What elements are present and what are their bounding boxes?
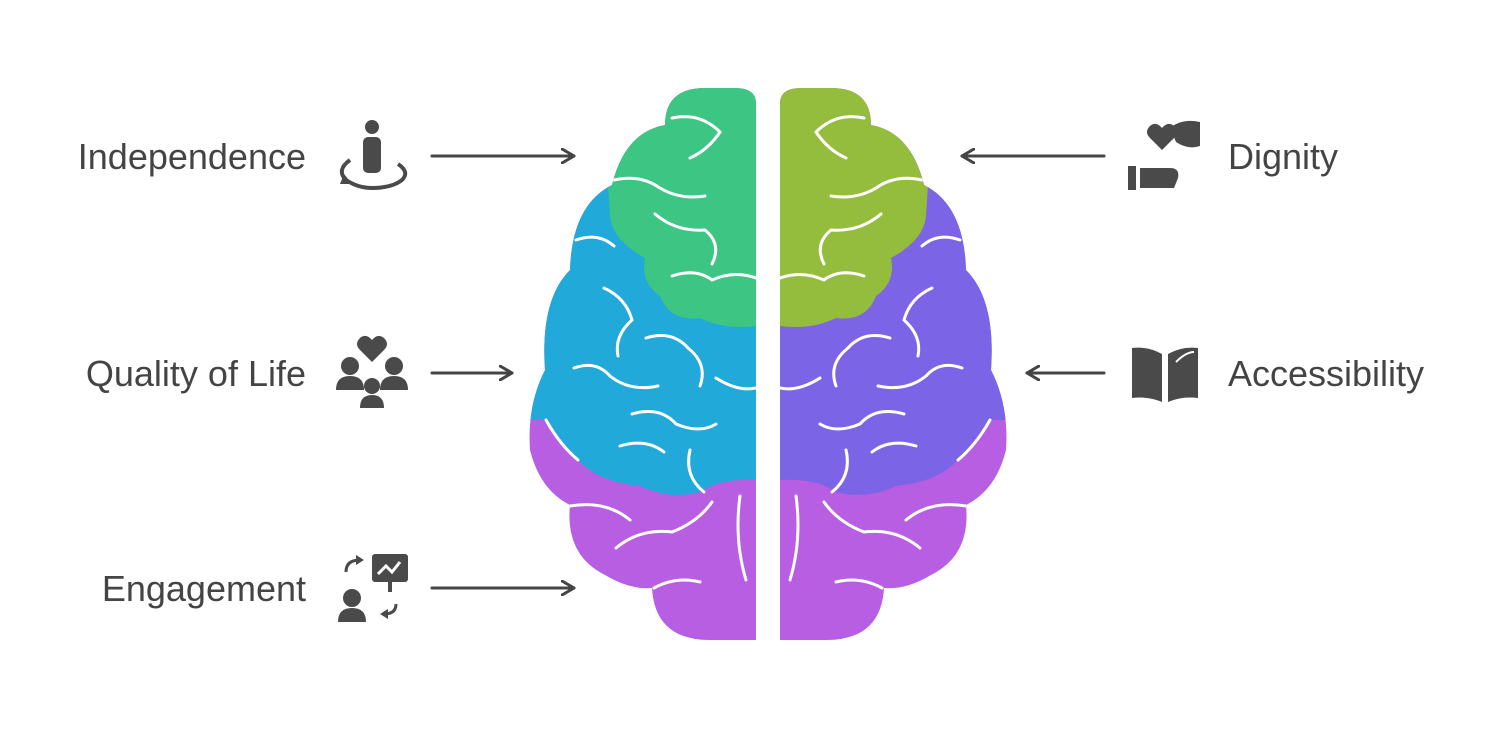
label-engagement: Engagement <box>102 568 306 609</box>
person-rotate-icon <box>339 120 408 191</box>
label-accessibility: Accessibility <box>1228 353 1424 394</box>
hand-heart-icon <box>1128 120 1200 190</box>
label-independence: Independence <box>78 136 306 177</box>
couple-heart-icon <box>336 335 408 408</box>
label-dignity: Dignity <box>1228 136 1338 177</box>
brain-right-hemisphere <box>780 88 1007 640</box>
brain-left-hemisphere <box>529 88 756 640</box>
open-book-icon <box>1132 347 1198 402</box>
person-presentation-icon <box>338 554 408 622</box>
label-quality-of-life: Quality of Life <box>86 353 306 394</box>
